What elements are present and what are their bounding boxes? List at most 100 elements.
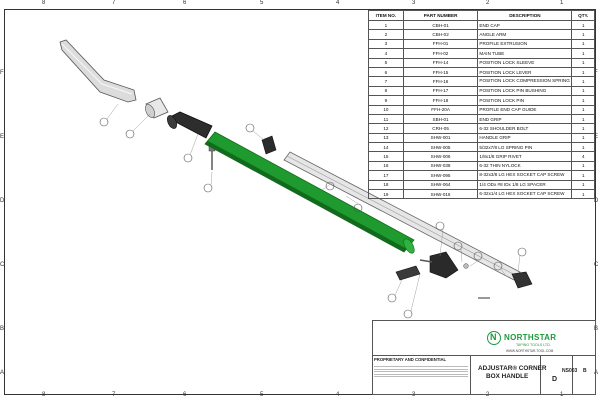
hex-screw (419, 259, 433, 263)
bom-qty: 1 (571, 85, 595, 97)
bom-item: 2 (368, 29, 404, 40)
bom-part: FFH-16 (402, 76, 479, 87)
zone-label-right: F (594, 70, 598, 76)
bom-qty: 1 (571, 189, 595, 200)
zone-label-top: 3 (412, 0, 416, 6)
bom-desc: 1/4 ODx #8 IDx 1/8 LG SPACER (477, 179, 573, 191)
northstar-logo-letter: N (490, 332, 497, 342)
bom-header: ITEM NO. (368, 10, 404, 21)
bom-desc: POSITION LOCK PIN (477, 95, 573, 106)
bom-item: 19 (368, 189, 404, 200)
bom-part: FFH-17 (402, 85, 479, 97)
zone-label-right: A (594, 370, 599, 376)
bom-qty: 1 (571, 19, 595, 31)
bom-desc: POSITION LOCK PIN BUSHING (477, 85, 573, 97)
bom-item: 12 (368, 123, 404, 134)
main-tube-end (403, 238, 415, 254)
zone-label-right: E (594, 134, 599, 140)
title-block-divider (572, 355, 573, 395)
bom-item: 6 (368, 66, 404, 78)
zone-label-bottom: 5 (260, 392, 264, 398)
bom-qty: 1 (571, 66, 595, 78)
sheet-size: D (552, 376, 558, 383)
zone-label-bottom: 3 (412, 392, 416, 398)
bom-item: 7 (368, 76, 404, 87)
bom-qty: 1 (571, 170, 595, 181)
zone-label-bottom: 1 (560, 392, 564, 398)
drawing-title-line1: ADJUSTAR® CORNER (478, 365, 547, 372)
bom-part: FFH-14 (402, 57, 479, 68)
bom-desc: PROFILE END CAP GUIDE (477, 104, 573, 115)
bom-part: SHW-001 (402, 132, 479, 144)
bom-part: SHW-038 (402, 160, 479, 172)
handle-grip (167, 111, 213, 139)
bom-desc: PROFILE EXTRUSION (477, 38, 573, 50)
end-cap (511, 271, 533, 289)
zone-label-left: F (0, 70, 4, 76)
zone-label-left: D (0, 198, 5, 204)
bom-part: CRH-05 (402, 123, 479, 134)
bom-item: 18 (368, 179, 404, 191)
bom-desc: END GRIP (477, 113, 573, 125)
bom-part: SBH-01 (402, 113, 479, 125)
bom-part: SHW-095 (402, 170, 479, 181)
zone-label-top: 7 (112, 0, 116, 6)
bom-item: 13 (368, 132, 404, 144)
main-tube-shade (205, 141, 407, 252)
bom-desc: POSITION LOCK SLEEVE (477, 57, 573, 68)
zone-label-top: 2 (486, 0, 490, 6)
company-website: WWW.NORTHSTAR-TOOL.COM (506, 349, 554, 353)
company-tagline: TAPING TOOLS LTD. (516, 343, 551, 347)
zone-label-left: A (0, 370, 5, 376)
bom-desc: 1/8x1/8 GRIP RIVET (477, 151, 573, 162)
bom-qty: 1 (571, 179, 595, 191)
title-block-divider (372, 355, 596, 356)
bom-qty: 1 (571, 104, 595, 115)
bom-part: FFH-20A (402, 104, 479, 115)
bom-desc: 6-32x1/4 LG HEX SOCKET CAP SCREW (477, 189, 573, 200)
bom-qty: 1 (571, 76, 595, 87)
bom-part: FFH-18 (402, 95, 479, 106)
bom-desc: POSITION LOCK COMPRESSION SPRING (477, 76, 573, 87)
drawing-title-line2: BOX HANDLE (486, 373, 529, 380)
bom-item: 9 (368, 95, 404, 106)
main-tube-body (204, 131, 415, 253)
bom-item: 1 (368, 19, 404, 31)
drawing-border (4, 9, 596, 395)
zone-label-bottom: 8 (42, 392, 46, 398)
bom-desc: ANGLE ARM (477, 29, 573, 40)
bom-part: FFH-01 (402, 38, 479, 50)
spacer (463, 263, 469, 269)
lock-lever (261, 135, 277, 155)
profile-extrusion-edge (286, 155, 518, 277)
bom-qty: 1 (571, 160, 595, 172)
zone-label-left: E (0, 134, 5, 140)
bom-qty: 1 (571, 123, 595, 134)
title-block (372, 320, 596, 395)
end-cap-guide (429, 251, 459, 279)
bom-qty: 1 (571, 132, 595, 144)
zone-label-bottom: 6 (183, 392, 187, 398)
bom-part: SHW-064 (402, 179, 479, 191)
bom-qty: 1 (571, 95, 595, 106)
bom-item: 3 (368, 38, 404, 50)
zone-label-top: 1 (560, 0, 564, 6)
end-grip (395, 265, 421, 281)
bom-item: 11 (368, 113, 404, 125)
bom-item: 14 (368, 142, 404, 153)
bom-part: FFH-15 (402, 66, 479, 78)
confidential-notice (374, 364, 468, 390)
bom-qty: 1 (571, 57, 595, 68)
